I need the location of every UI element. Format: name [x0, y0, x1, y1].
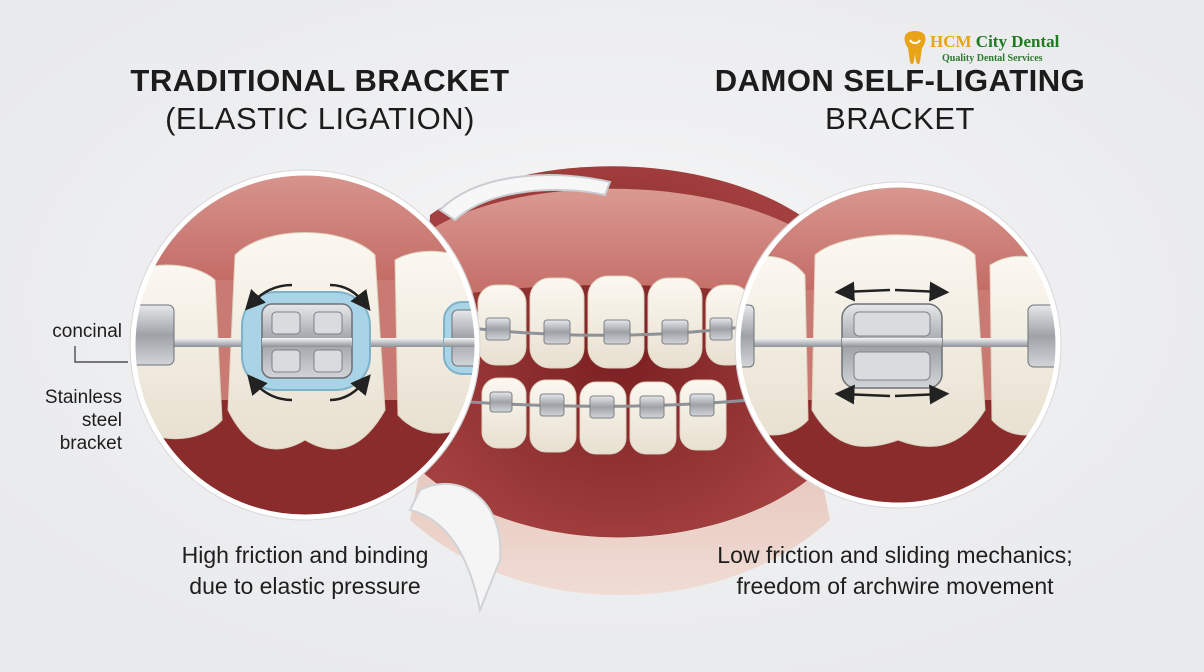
left-caption-line1: High friction and binding — [181, 542, 429, 568]
left-caption-line2: due to elastic pressure — [189, 573, 421, 599]
sliding-arrow-top-right — [894, 281, 950, 302]
steel-label-line1: Stainless — [44, 387, 122, 408]
stainless-steel-bracket-label: Stainless steel bracket — [10, 386, 122, 455]
right-caption: Low friction and sliding mechanics; free… — [690, 540, 1100, 602]
sliding-arrow-bottom-left — [834, 384, 891, 405]
lip-retractor-top — [438, 174, 612, 222]
steel-label-line3: bracket — [59, 433, 122, 454]
right-title-line1: DAMON SELF-LIGATING — [714, 63, 1086, 98]
logo-name-rest: City Dental — [971, 32, 1060, 51]
left-title: TRADITIONAL BRACKET (ELASTIC LIGATION) — [100, 62, 540, 138]
sliding-arrow-top-left — [834, 281, 891, 302]
concinal-leader-line — [74, 346, 128, 363]
left-caption: High friction and binding due to elastic… — [120, 540, 490, 602]
left-title-line2: (ELASTIC LIGATION) — [165, 101, 475, 136]
tooth-icon — [904, 31, 926, 65]
logo-name: HCM City Dental — [930, 32, 1059, 52]
friction-arrow-top-right — [329, 283, 371, 311]
clinic-logo: HCM City Dental Quality Dental Services — [900, 30, 1080, 70]
friction-arrow-bottom-right — [329, 374, 371, 402]
sliding-arrow-bottom-right — [894, 384, 950, 405]
logo-tagline: Quality Dental Services — [942, 53, 1043, 64]
steel-label-line2: steel — [81, 410, 122, 431]
right-title: DAMON SELF-LIGATING BRACKET — [680, 62, 1120, 138]
right-title-line2: BRACKET — [825, 101, 975, 136]
lip-retractor-bottom — [408, 482, 502, 614]
friction-arrow-top-left — [244, 283, 293, 311]
right-caption-line2: freedom of archwire movement — [736, 573, 1054, 599]
concinal-label: concinal — [52, 321, 122, 342]
mouth-center — [410, 166, 830, 595]
friction-arrow-bottom-left — [247, 374, 293, 402]
logo-name-prefix: HCM — [930, 32, 972, 51]
left-title-line1: TRADITIONAL BRACKET — [130, 63, 510, 98]
left-magnified-view — [129, 169, 481, 521]
right-caption-line1: Low friction and sliding mechanics; — [717, 542, 1073, 568]
